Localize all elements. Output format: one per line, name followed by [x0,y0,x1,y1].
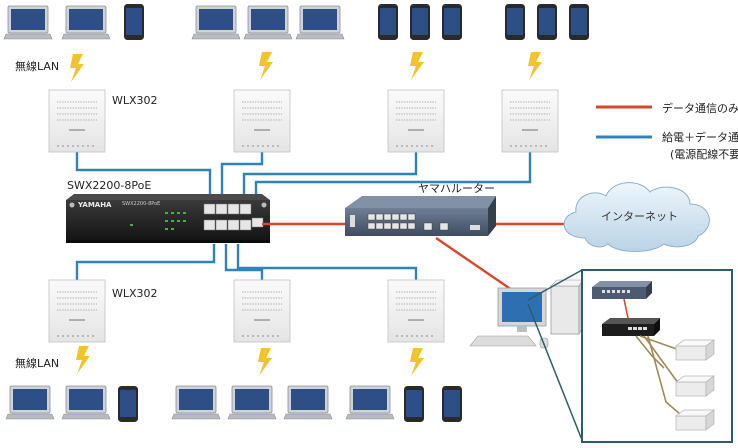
laptop-icon [227,385,277,420]
legend-power-data-note: (電源配線不要) [670,148,738,161]
legend-data-only-label: データ通信のみ [662,102,738,115]
poe-switch-icon [66,194,270,243]
laptop-icon [3,5,53,40]
phone-icon [537,4,557,40]
access-point-icon [48,279,106,343]
wireless-lan-label-top: 無線LAN [15,60,60,73]
mini-access-point-icon [675,339,715,361]
internet-cloud-icon [563,182,710,252]
laptop-icon [5,385,55,420]
laptop-icon [243,5,293,40]
legend-power-data-label: 給電＋データ通信 [662,131,738,144]
phone-icon [124,4,144,40]
wireless-bolt-icon [258,348,272,376]
access-point-icon [501,89,559,153]
access-point-icon [233,89,291,153]
access-point-icon [387,279,445,343]
access-point-label-top: WLX302 [112,94,158,107]
phone-icon [378,4,398,40]
wireless-bolt-icon [410,52,424,80]
router-label: ヤマハルーター [418,182,495,195]
mini-router-icon [592,281,652,299]
mini-switch-icon [602,318,660,336]
laptop-icon [283,385,333,420]
internet-label: インターネット [601,210,678,223]
wireless-bolt-icon [410,348,424,376]
phone-icon [410,4,430,40]
wireless-bolt-icon [259,52,273,80]
access-point-icon [233,279,291,343]
desktop-pc-icon [469,279,584,349]
switch-brand-label: YAMAHA [78,201,112,209]
laptop-icon [191,5,241,40]
mini-access-point-icon [675,375,715,397]
subnetwork-inset [527,269,733,443]
laptop-icon [61,5,111,40]
phone-icon [442,4,462,40]
router-icon [345,196,496,236]
access-point-label-bottom: WLX302 [112,287,158,300]
laptop-icon [61,385,111,420]
phone-icon [505,4,525,40]
switch-label: SWX2200-8PoE [67,179,152,192]
wireless-bolt-icon [70,54,84,82]
laptop-icon [295,5,345,40]
switch-model-label: SWX2200-8PoE [122,201,161,207]
wireless-lan-label-bottom: 無線LAN [15,357,60,370]
wireless-bolt-icon [528,52,542,80]
phone-icon [569,4,589,40]
legend [596,105,652,139]
mini-access-point-icon [675,409,715,431]
poe-cables [75,150,532,280]
laptop-icon [345,385,395,420]
phone-icon [118,386,138,422]
phone-icon [442,386,462,422]
access-point-icon [387,89,445,153]
phone-icon [404,386,424,422]
data-cables [262,222,572,291]
laptop-icon [171,385,221,420]
access-point-icon [48,89,106,153]
wireless-bolt-icon [76,346,90,374]
